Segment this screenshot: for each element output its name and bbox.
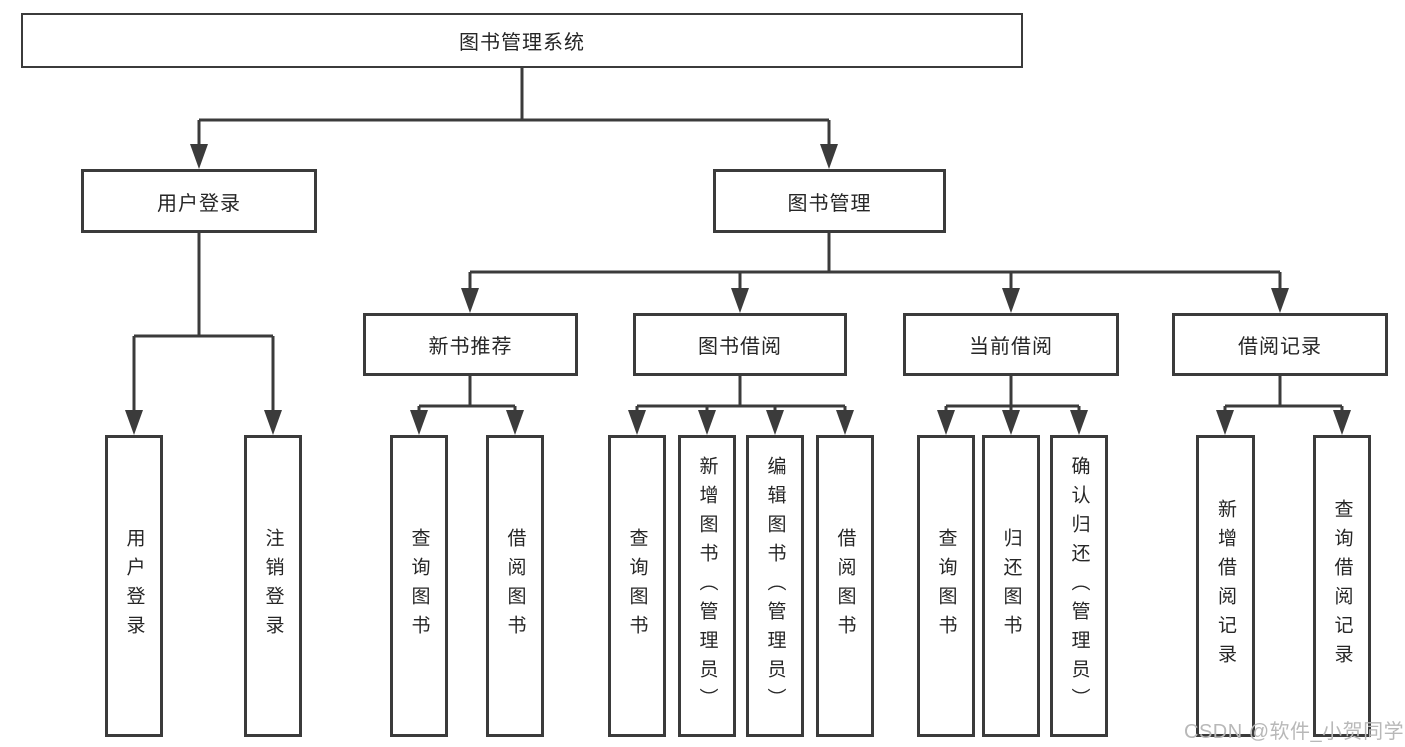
leaf-query-borrow-record: 查询借阅记录 — [1313, 435, 1371, 737]
connector-new-book-recommend-children — [410, 376, 524, 435]
arrowhead — [766, 410, 784, 435]
connector-user-login-children — [125, 233, 282, 435]
leaf-borrow-books-recommend: 借阅图书 — [486, 435, 544, 737]
connector-borrow-records-children — [1216, 376, 1351, 435]
connector-current-borrow-children — [937, 376, 1088, 435]
node-borrow-records: 借阅记录 — [1172, 313, 1388, 376]
connector-book-borrow-children — [628, 376, 854, 435]
arrowhead — [1333, 410, 1351, 435]
leaf-return-books: 归还图书 — [982, 435, 1040, 737]
arrowhead — [461, 288, 479, 313]
node-book-borrow: 图书借阅 — [633, 313, 847, 376]
arrowhead — [1070, 410, 1088, 435]
leaf-query-books-recommend: 查询图书 — [390, 435, 448, 737]
arrowhead — [125, 410, 143, 435]
arrowhead — [410, 410, 428, 435]
node-current-borrow: 当前借阅 — [903, 313, 1119, 376]
arrowhead — [937, 410, 955, 435]
leaf-query-books-borrow: 查询图书 — [608, 435, 666, 737]
connector-book-management-children — [461, 233, 1289, 313]
node-user-login: 用户登录 — [81, 169, 317, 233]
node-book-management: 图书管理 — [713, 169, 946, 233]
leaf-edit-book-admin: 编辑图书（管理员） — [746, 435, 804, 737]
arrowhead — [820, 144, 838, 169]
leaf-query-books-current: 查询图书 — [917, 435, 975, 737]
leaf-confirm-return-admin: 确认归还（管理员） — [1050, 435, 1108, 737]
arrowhead — [1271, 288, 1289, 313]
leaf-add-book-admin: 新增图书（管理员） — [678, 435, 736, 737]
arrowhead — [264, 410, 282, 435]
arrowhead — [628, 410, 646, 435]
arrowhead — [836, 410, 854, 435]
leaf-borrow-books: 借阅图书 — [816, 435, 874, 737]
leaf-add-borrow-record: 新增借阅记录 — [1196, 435, 1255, 737]
arrowhead — [506, 410, 524, 435]
connector-root-to-level2 — [190, 68, 838, 169]
arrowhead — [190, 144, 208, 169]
arrowhead — [1002, 410, 1020, 435]
leaf-user-login: 用户登录 — [105, 435, 163, 737]
arrowhead — [731, 288, 749, 313]
watermark: CSDN @软件_小贺同学 — [1184, 721, 1405, 743]
leaf-logout: 注销登录 — [244, 435, 302, 737]
arrowhead — [1002, 288, 1020, 313]
arrowhead — [698, 410, 716, 435]
node-new-book-recommend: 新书推荐 — [363, 313, 578, 376]
node-root: 图书管理系统 — [21, 13, 1023, 68]
arrowhead — [1216, 410, 1234, 435]
